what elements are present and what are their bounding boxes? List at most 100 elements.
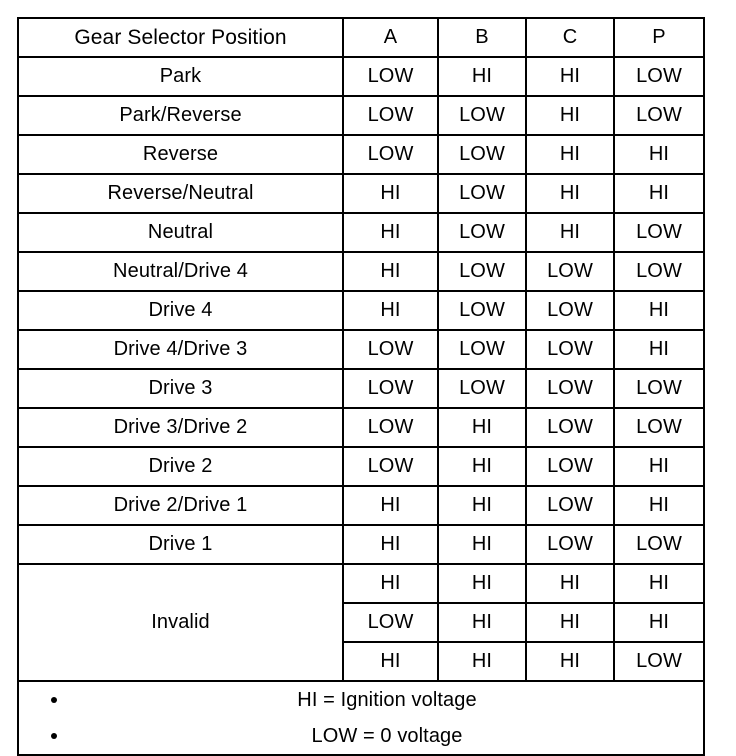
cell-p: HI <box>613 602 705 643</box>
row-label: Drive 4 <box>17 290 344 331</box>
cell-p: LOW <box>613 56 705 97</box>
row-label: Drive 4/Drive 3 <box>17 329 344 370</box>
legend-item-hi-label: HI = Ignition voltage <box>297 689 477 711</box>
gear-selector-table-sheet: Gear Selector Position A B C P Park LOW … <box>17 17 705 756</box>
cell-c: HI <box>525 134 615 175</box>
table-row: Drive 1 HI HI LOW LOW <box>17 524 705 565</box>
cell-p: LOW <box>613 641 705 682</box>
bullet-icon <box>51 733 57 739</box>
table-row: Drive 3 LOW LOW LOW LOW <box>17 368 705 409</box>
table-row: Reverse/Neutral HI LOW HI HI <box>17 173 705 214</box>
row-label: Park/Reverse <box>17 95 344 136</box>
cell-a: LOW <box>342 56 439 97</box>
cell-c: HI <box>525 173 615 214</box>
table-row-invalid: Invalid HI HI HI HI <box>17 563 705 682</box>
row-label: Neutral/Drive 4 <box>17 251 344 292</box>
cell-c: LOW <box>525 251 615 292</box>
cell-a: HI <box>342 524 439 565</box>
table-footnote-row: HI = Ignition voltage LOW = 0 voltage <box>17 680 705 756</box>
header-column-a: A <box>342 17 439 58</box>
row-label: Drive 1 <box>17 524 344 565</box>
table-body: Park LOW HI HI LOW Park/Reverse LOW LOW … <box>17 56 705 756</box>
cell-p: HI <box>613 485 705 526</box>
cell-a: HI <box>342 290 439 331</box>
cell-b: LOW <box>437 368 527 409</box>
cell-a: LOW <box>342 134 439 175</box>
cell-b: LOW <box>437 251 527 292</box>
cell-a: HI <box>342 212 439 253</box>
cell-p: HI <box>613 563 705 604</box>
cell-b: HI <box>437 641 527 682</box>
cell-p: LOW <box>613 95 705 136</box>
table-row: Drive 4 HI LOW LOW HI <box>17 290 705 331</box>
cell-a: HI <box>342 563 439 604</box>
table-header: Gear Selector Position A B C P <box>17 17 705 58</box>
cell-p: LOW <box>613 407 705 448</box>
row-label: Drive 2 <box>17 446 344 487</box>
bullet-icon <box>51 697 57 703</box>
cell-p: HI <box>613 134 705 175</box>
table-row: Drive 3/Drive 2 LOW HI LOW LOW <box>17 407 705 448</box>
cell-a: LOW <box>342 95 439 136</box>
cell-p: LOW <box>613 212 705 253</box>
row-label-invalid: Invalid <box>17 563 344 682</box>
row-label: Reverse/Neutral <box>17 173 344 214</box>
table-row: Neutral/Drive 4 HI LOW LOW LOW <box>17 251 705 292</box>
cell-c: HI <box>525 56 615 97</box>
legend-item-low-label: LOW = 0 voltage <box>311 725 463 747</box>
cell-b: LOW <box>437 134 527 175</box>
cell-c: HI <box>525 563 615 604</box>
header-column-c: C <box>525 17 615 58</box>
cell-c: LOW <box>525 368 615 409</box>
cell-b: HI <box>437 563 527 604</box>
table-row: Drive 4/Drive 3 LOW LOW LOW HI <box>17 329 705 370</box>
cell-c: LOW <box>525 485 615 526</box>
cell-b: LOW <box>437 290 527 331</box>
row-label: Drive 2/Drive 1 <box>17 485 344 526</box>
cell-p: LOW <box>613 251 705 292</box>
cell-a: LOW <box>342 407 439 448</box>
cell-c: LOW <box>525 329 615 370</box>
cell-b: HI <box>437 446 527 487</box>
cell-p: HI <box>613 173 705 214</box>
cell-b: HI <box>437 602 527 643</box>
table-row: Park LOW HI HI LOW <box>17 56 705 97</box>
row-label: Drive 3/Drive 2 <box>17 407 344 448</box>
gear-selector-position-table: Gear Selector Position A B C P Park LOW … <box>17 17 705 756</box>
cell-b: LOW <box>437 329 527 370</box>
cell-b: HI <box>437 407 527 448</box>
cell-c: HI <box>525 641 615 682</box>
legend-cell: HI = Ignition voltage LOW = 0 voltage <box>17 680 705 756</box>
cell-p: LOW <box>613 368 705 409</box>
cell-c: HI <box>525 95 615 136</box>
cell-b: HI <box>437 56 527 97</box>
header-column-b: B <box>437 17 527 58</box>
cell-a: LOW <box>342 329 439 370</box>
cell-a: LOW <box>342 446 439 487</box>
table-row-invalid: HI HI HI LOW <box>18 641 705 682</box>
cell-c: LOW <box>525 524 615 565</box>
cell-b: HI <box>437 485 527 526</box>
cell-a: HI <box>342 485 439 526</box>
cell-b: HI <box>437 524 527 565</box>
table-row: Reverse LOW LOW HI HI <box>17 134 705 175</box>
legend-item-hi: HI = Ignition voltage <box>49 682 703 718</box>
row-label: Drive 3 <box>17 368 344 409</box>
row-label: Neutral <box>17 212 344 253</box>
row-label: Park <box>17 56 344 97</box>
cell-b: LOW <box>437 212 527 253</box>
cell-b: LOW <box>437 173 527 214</box>
cell-c: LOW <box>525 446 615 487</box>
row-label: Reverse <box>17 134 344 175</box>
header-row: Gear Selector Position A B C P <box>17 17 705 58</box>
cell-p: HI <box>613 290 705 331</box>
cell-a: LOW <box>342 602 439 643</box>
cell-c: HI <box>525 212 615 253</box>
table-row: Park/Reverse LOW LOW HI LOW <box>17 95 705 136</box>
header-gear-selector-position: Gear Selector Position <box>17 17 344 58</box>
table-row: Drive 2 LOW HI LOW HI <box>17 446 705 487</box>
cell-p: LOW <box>613 524 705 565</box>
cell-p: HI <box>613 329 705 370</box>
table-row: Neutral HI LOW HI LOW <box>17 212 705 253</box>
header-column-p: P <box>613 17 705 58</box>
